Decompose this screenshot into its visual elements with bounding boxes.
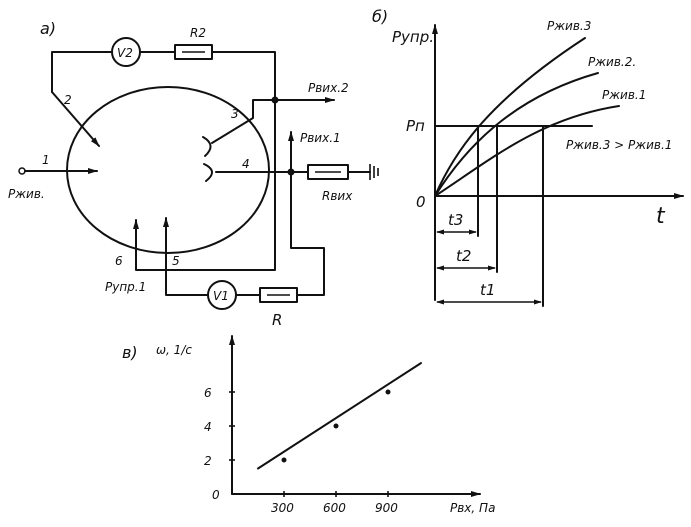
curve-label-1: Pжив.1 [602,88,646,102]
control1-pressure-label: Pупр.1 [105,280,146,294]
wire-top-left [51,51,112,93]
b-origin-label: 0 [416,193,426,211]
curve-pzhiv2 [434,72,599,197]
node-1-label: 1 [42,153,50,167]
c-data-point [281,457,287,463]
curve-pzhiv3 [434,37,586,197]
receiver-4 [203,163,213,182]
curve-label-2: Pжив.2. [588,55,636,69]
c-data-point [333,423,339,429]
node-4-label: 4 [242,157,250,171]
out2-pressure-label: Pвих.2 [308,81,349,95]
supply-pressure-label: Pжив. [8,187,45,201]
c-y-tick-label: 4 [204,420,212,434]
panel-b-label: б) [372,7,388,26]
v2-label: V2 [117,46,133,60]
panel-c-chart: в) ω, 1/с Pвх, Па 0 300 600 900 2 4 6 [122,335,495,515]
jet-element-body [66,86,270,254]
interval-t2-label: t2 [456,247,471,265]
wire-right-loop [135,51,276,271]
b-x-axis-label: t [656,204,666,229]
wire-feedback-right [290,171,325,296]
c-data-point [385,389,391,395]
c-y-axis-label: ω, 1/с [156,343,192,357]
channel-2-arrow [51,91,100,147]
interval-t3-label: t3 [448,211,463,229]
receiver-3 [202,136,212,157]
c-x-tick-label: 900 [375,501,398,515]
c-x-axis-label: Pвх, Па [450,501,495,515]
panel-c-label: в) [122,343,138,362]
c-x-tick-label: 600 [323,501,346,515]
ground-icon [369,164,379,180]
c-y-tick-label: 2 [204,454,212,468]
panel-a-circuit: а) V2 R2 2 1 Pжив. 3 Pвих.2 4 Pвих.1 [8,19,379,329]
c-origin-label: 0 [212,488,220,502]
interval-t1-label: t1 [480,281,495,299]
node-3-label: 3 [231,107,239,121]
curve-pzhiv1 [434,105,620,197]
b-y-axis-label: Pупр. [392,28,434,46]
out1-pressure-label: Pвих.1 [300,131,341,145]
c-series-line [257,362,422,470]
r2-label: R2 [190,26,206,40]
condition-label: Pжив.3 > Pжив.1 [566,138,672,152]
rvyh-label: Rвих [322,189,353,203]
v1-label: V1 [213,289,229,303]
wire-receiver-3 [211,99,276,144]
node-5-label: 5 [172,254,180,268]
panel-b-graph: б) Pупр. 0 t Pп Pжив.3 Pжив.2. Pжив.1 Pж… [372,7,684,307]
curve-label-3: Pжив.3 [547,19,591,33]
c-y-tick-label: 6 [204,386,212,400]
panel-a-label: а) [40,19,56,38]
r-label: R [272,311,282,329]
node-6-label: 6 [115,254,123,268]
node-2-label: 2 [64,93,72,107]
c-x-tick-label: 300 [271,501,294,515]
threshold-label: Pп [406,117,425,135]
